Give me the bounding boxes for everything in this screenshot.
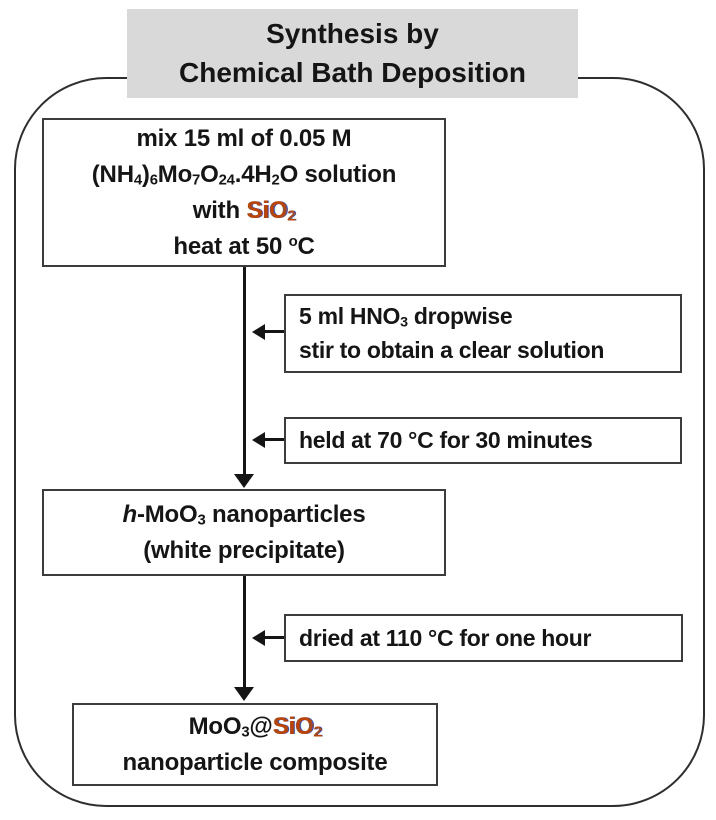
step1-line-3: with SiO2 — [192, 196, 296, 225]
title-line-2: Chemical Bath Deposition — [179, 56, 526, 88]
side1-line-1: 5 ml HNO3 dropwise — [299, 303, 513, 331]
arrow-down-2-shaft — [243, 575, 246, 689]
note-dried-110c-box: dried at 110 °C for one hour — [284, 614, 683, 662]
arrow-left-1-shaft — [264, 330, 284, 333]
step-moo3-nanoparticles-box: h-MoO3 nanoparticles (white precipitate) — [42, 489, 446, 576]
arrow-left-icon — [252, 432, 265, 448]
arrow-down-1-shaft — [243, 267, 246, 476]
step-mix-solution-box: mix 15 ml of 0.05 M (NH4)6Mo7O24.4H2O so… — [42, 118, 446, 267]
step-composite-box: MoO3@SiO2 nanoparticle composite — [72, 703, 438, 786]
arrow-left-icon — [252, 324, 265, 340]
side2-line-1: held at 70 °C for 30 minutes — [299, 427, 593, 453]
step1-line-4: heat at 50 oC — [173, 232, 315, 260]
arrow-down-icon — [234, 687, 254, 701]
note-held-70c-box: held at 70 °C for 30 minutes — [284, 417, 682, 464]
arrow-left-icon — [252, 630, 265, 646]
arrow-left-2-shaft — [264, 438, 284, 441]
side1-line-2: stir to obtain a clear solution — [299, 336, 605, 363]
title-line-1: Synthesis by — [266, 17, 439, 49]
step2-line-2: (white precipitate) — [143, 536, 345, 564]
note-hno3-dropwise-box: 5 ml HNO3 dropwise stir to obtain a clea… — [284, 294, 682, 373]
step3-line-2: nanoparticle composite — [122, 748, 388, 776]
step1-line-1: mix 15 ml of 0.05 M — [136, 124, 352, 152]
step2-line-1: h-MoO3 nanoparticles — [122, 500, 366, 529]
side3-line-1: dried at 110 °C for one hour — [299, 624, 592, 651]
step3-line-1: MoO3@SiO2 — [188, 712, 322, 741]
arrow-down-icon — [234, 474, 254, 488]
step1-line-2: (NH4)6Mo7O24.4H2O solution — [91, 160, 397, 189]
title-box: Synthesis by Chemical Bath Deposition — [127, 9, 578, 98]
arrow-left-3-shaft — [264, 636, 285, 639]
